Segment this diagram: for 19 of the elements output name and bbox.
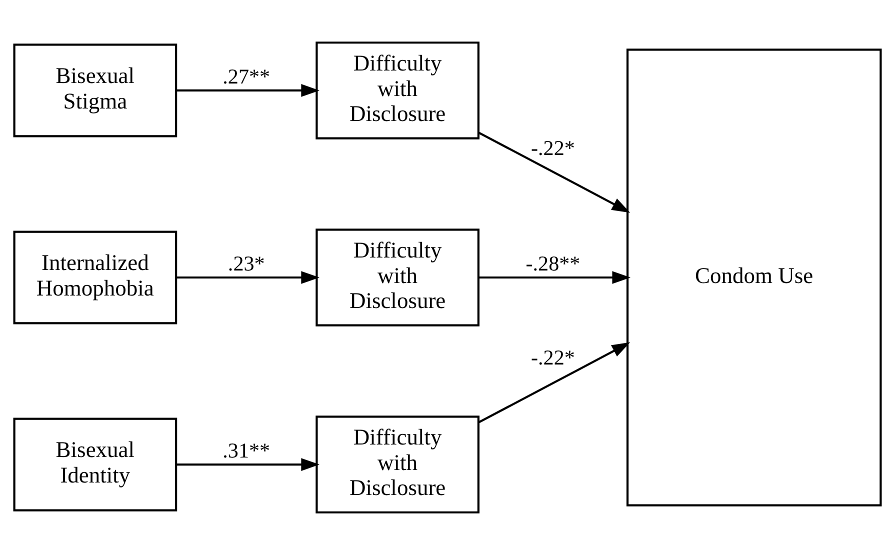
node-box: Internalized Homophobia [13, 230, 178, 324]
node-box: Bisexual Stigma [13, 44, 178, 138]
node-box: Difficulty with Disclosure [316, 228, 480, 326]
edge-label: .23* [228, 251, 265, 276]
edge-label: -.22* [531, 346, 575, 370]
edge-label: -.22* [531, 136, 575, 160]
edge-label: .27** [222, 64, 270, 88]
arrow [176, 84, 320, 97]
node-box: Condom Use [626, 48, 882, 506]
edge-label: -.28** [526, 251, 580, 276]
arrow [176, 271, 320, 284]
node-box: Difficulty with Disclosure [316, 42, 480, 140]
arrow [478, 271, 631, 284]
node-box: Difficulty with Disclosure [316, 416, 480, 514]
arrow [176, 458, 320, 471]
node-box: Bisexual Identity [13, 418, 178, 512]
arrow [478, 342, 630, 424]
edge-label: .31** [222, 438, 270, 463]
arrow [478, 132, 630, 213]
